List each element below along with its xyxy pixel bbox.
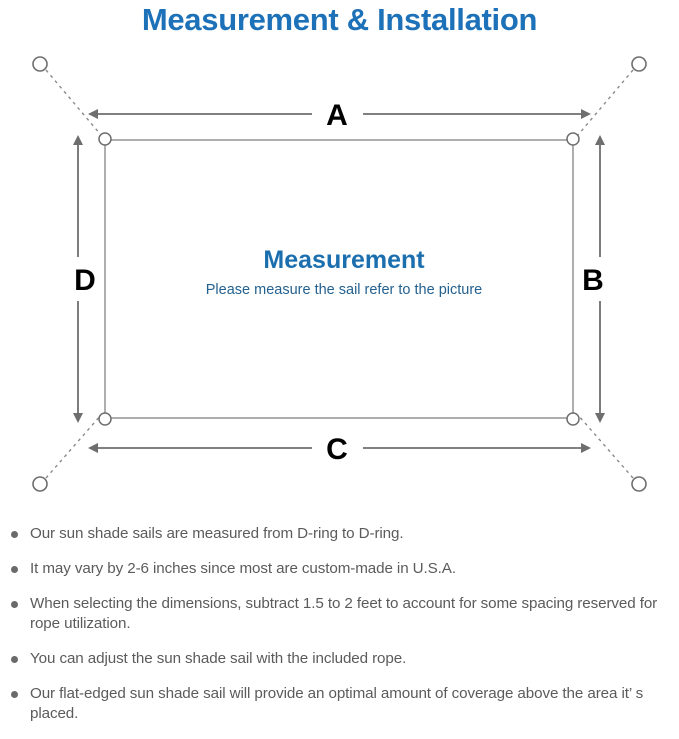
measurement-diagram: A C D B Measurement Please measure the s… [0, 48, 679, 508]
rope-top-right [577, 69, 634, 136]
dimension-a: A [88, 99, 591, 132]
dimension-c: C [88, 433, 591, 466]
list-item-text: Our sun shade sails are measured from D-… [30, 525, 404, 542]
list-item-text: When selecting the dimensions, subtract … [30, 595, 658, 632]
d-ring-top-right-icon [566, 132, 580, 146]
sail-rectangle [104, 139, 574, 419]
diagram-center-title: Measurement [263, 246, 425, 274]
dimension-a-label: A [326, 99, 348, 132]
list-item: It may vary by 2-6 inches since most are… [0, 559, 679, 579]
bullet-icon [11, 531, 18, 538]
rope-top-left [45, 69, 102, 136]
dimension-c-label: C [326, 433, 348, 466]
d-rings [98, 132, 580, 426]
diagram-center-subtitle: Please measure the sail refer to the pic… [206, 282, 482, 298]
anchor-top-right-icon [631, 56, 647, 72]
list-item-text: You can adjust the sun shade sail with t… [30, 650, 407, 667]
list-item-text: Our flat-edged sun shade sail will provi… [30, 685, 644, 722]
dimension-b: B [582, 135, 605, 423]
bullet-icon [11, 566, 18, 573]
list-item-text: It may vary by 2-6 inches since most are… [30, 560, 456, 577]
bullet-icon [11, 601, 18, 608]
dimension-d-label: D [74, 264, 96, 297]
list-item: You can adjust the sun shade sail with t… [0, 649, 679, 669]
rope-bottom-left [45, 414, 102, 479]
anchor-points [32, 56, 647, 492]
anchor-top-left-icon [32, 56, 48, 72]
dimension-d: D [73, 135, 96, 423]
dimension-b-label: B [582, 264, 604, 297]
bullet-icon [11, 656, 18, 663]
d-ring-top-left-icon [98, 132, 112, 146]
list-item: Our flat-edged sun shade sail will provi… [0, 684, 679, 724]
notes-list: Our sun shade sails are measured from D-… [0, 524, 679, 739]
anchor-bottom-right-icon [631, 476, 647, 492]
d-ring-bottom-right-icon [566, 412, 580, 426]
rope-lines [45, 69, 634, 479]
list-item: When selecting the dimensions, subtract … [0, 594, 679, 634]
page-title: Measurement & Installation [141, 2, 538, 37]
rope-bottom-right [577, 414, 634, 479]
d-ring-bottom-left-icon [98, 412, 112, 426]
bullet-icon [11, 691, 18, 698]
list-item: Our sun shade sails are measured from D-… [0, 524, 679, 544]
anchor-bottom-left-icon [32, 476, 48, 492]
